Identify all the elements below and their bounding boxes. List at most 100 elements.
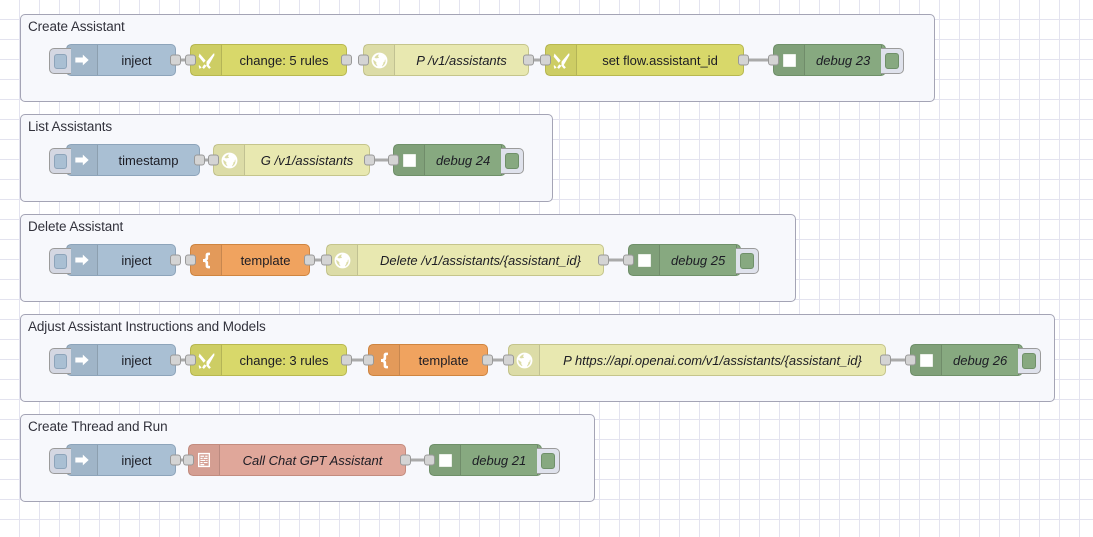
inject-trigger-button[interactable] (49, 348, 71, 374)
node-wire[interactable] (310, 258, 326, 262)
node-wire[interactable] (370, 158, 393, 162)
flow-node-debug[interactable]: debug 26 (905, 344, 1041, 376)
inject-trigger-indicator (54, 53, 67, 69)
debug-toggle-indicator (1022, 353, 1036, 369)
inject-arrow-icon (67, 445, 98, 475)
node-wire[interactable] (347, 358, 368, 362)
debug-toggle-indicator (541, 453, 555, 469)
flow-node-change[interactable]: change: 3 rules (185, 344, 352, 376)
node-input-port[interactable] (905, 354, 916, 366)
node-output-port[interactable] (170, 254, 181, 266)
node-wire[interactable] (529, 58, 545, 62)
node-input-port[interactable] (363, 354, 374, 366)
node-input-port[interactable] (768, 54, 779, 66)
node-wire[interactable] (176, 358, 190, 362)
node-label: inject (121, 252, 152, 268)
node-output-port[interactable] (170, 454, 181, 466)
flow-node-template[interactable]: template (363, 344, 493, 376)
flow-node-debug[interactable]: debug 23 (768, 44, 904, 76)
node-input-port[interactable] (388, 154, 399, 166)
node-output-port[interactable] (523, 54, 534, 66)
node-input-port[interactable] (183, 454, 194, 466)
node-wire[interactable] (176, 458, 188, 462)
node-wire[interactable] (200, 158, 213, 162)
node-wire[interactable] (406, 458, 429, 462)
group-title: Adjust Assistant Instructions and Models (28, 319, 266, 334)
node-output-port[interactable] (738, 54, 749, 66)
flow-node-http[interactable]: P /v1/assistants (358, 44, 534, 76)
node-output-port[interactable] (170, 54, 181, 66)
flow-node-debug[interactable]: debug 21 (424, 444, 560, 476)
node-input-port[interactable] (424, 454, 435, 466)
debug-toggle-button[interactable] (881, 48, 904, 74)
node-label: template (240, 252, 291, 268)
template-brace-icon (191, 245, 222, 275)
node-input-port[interactable] (185, 254, 196, 266)
node-input-port[interactable] (503, 354, 514, 366)
flow-node-http[interactable]: G /v1/assistants (208, 144, 375, 176)
flow-node-inject[interactable]: inject (49, 44, 181, 76)
inject-trigger-button[interactable] (49, 48, 71, 74)
node-label: change: 3 rules (239, 352, 329, 368)
node-input-port[interactable] (185, 354, 196, 366)
debug-toggle-indicator (505, 153, 519, 169)
inject-arrow-icon (67, 245, 98, 275)
node-label: Delete /v1/assistants/{assistant_id} (380, 252, 581, 268)
debug-lines-icon (911, 345, 942, 375)
node-label: debug 24 (436, 152, 491, 168)
globe-icon (327, 245, 358, 275)
template-brace-icon (369, 345, 400, 375)
node-output-port[interactable] (304, 254, 315, 266)
debug-toggle-button[interactable] (537, 448, 560, 474)
flow-node-http[interactable]: Delete /v1/assistants/{assistant_id} (321, 244, 609, 276)
debug-toggle-button[interactable] (501, 148, 524, 174)
flow-node-template[interactable]: template (185, 244, 315, 276)
inject-trigger-button[interactable] (49, 148, 71, 174)
inject-arrow-icon (67, 145, 98, 175)
change-swap-icon (191, 45, 222, 75)
node-wire[interactable] (744, 58, 773, 62)
node-wire[interactable] (488, 358, 508, 362)
node-input-port[interactable] (185, 54, 196, 66)
node-input-port[interactable] (623, 254, 634, 266)
debug-toggle-button[interactable] (1018, 348, 1041, 374)
node-wire[interactable] (886, 358, 910, 362)
node-wire[interactable] (176, 58, 190, 62)
inject-arrow-icon (67, 45, 98, 75)
debug-toggle-button[interactable] (736, 248, 759, 274)
inject-trigger-indicator (54, 353, 67, 369)
flow-node-change[interactable]: change: 5 rules (185, 44, 352, 76)
node-output-port[interactable] (482, 354, 493, 366)
node-input-port[interactable] (540, 54, 551, 66)
node-output-port[interactable] (194, 154, 205, 166)
inject-trigger-button[interactable] (49, 248, 71, 274)
group-title: Create Thread and Run (28, 419, 168, 434)
flow-node-inject[interactable]: inject (49, 344, 181, 376)
node-input-port[interactable] (358, 54, 369, 66)
node-input-port[interactable] (321, 254, 332, 266)
flow-node-inject[interactable]: inject (49, 244, 181, 276)
flow-node-change[interactable]: set flow.assistant_id (540, 44, 749, 76)
flow-node-debug[interactable]: debug 24 (388, 144, 524, 176)
node-output-port[interactable] (880, 354, 891, 366)
flow-node-inject[interactable]: timestamp (49, 144, 205, 176)
flow-node-http[interactable]: P https://api.openai.com/v1/assistants/{… (503, 344, 891, 376)
flow-node-gpt[interactable]: Call Chat GPT Assistant (183, 444, 411, 476)
node-label: inject (121, 452, 152, 468)
group-title: List Assistants (28, 119, 113, 134)
change-swap-icon (191, 345, 222, 375)
inject-trigger-indicator (54, 253, 67, 269)
flow-node-debug[interactable]: debug 25 (623, 244, 759, 276)
node-wire[interactable] (604, 258, 628, 262)
node-output-port[interactable] (400, 454, 411, 466)
flow-node-inject[interactable]: inject (49, 444, 181, 476)
node-label: inject (121, 352, 152, 368)
inject-trigger-button[interactable] (49, 448, 71, 474)
node-output-port[interactable] (364, 154, 375, 166)
node-input-port[interactable] (208, 154, 219, 166)
node-output-port[interactable] (598, 254, 609, 266)
node-output-port[interactable] (170, 354, 181, 366)
node-output-port[interactable] (341, 54, 352, 66)
node-output-port[interactable] (341, 354, 352, 366)
